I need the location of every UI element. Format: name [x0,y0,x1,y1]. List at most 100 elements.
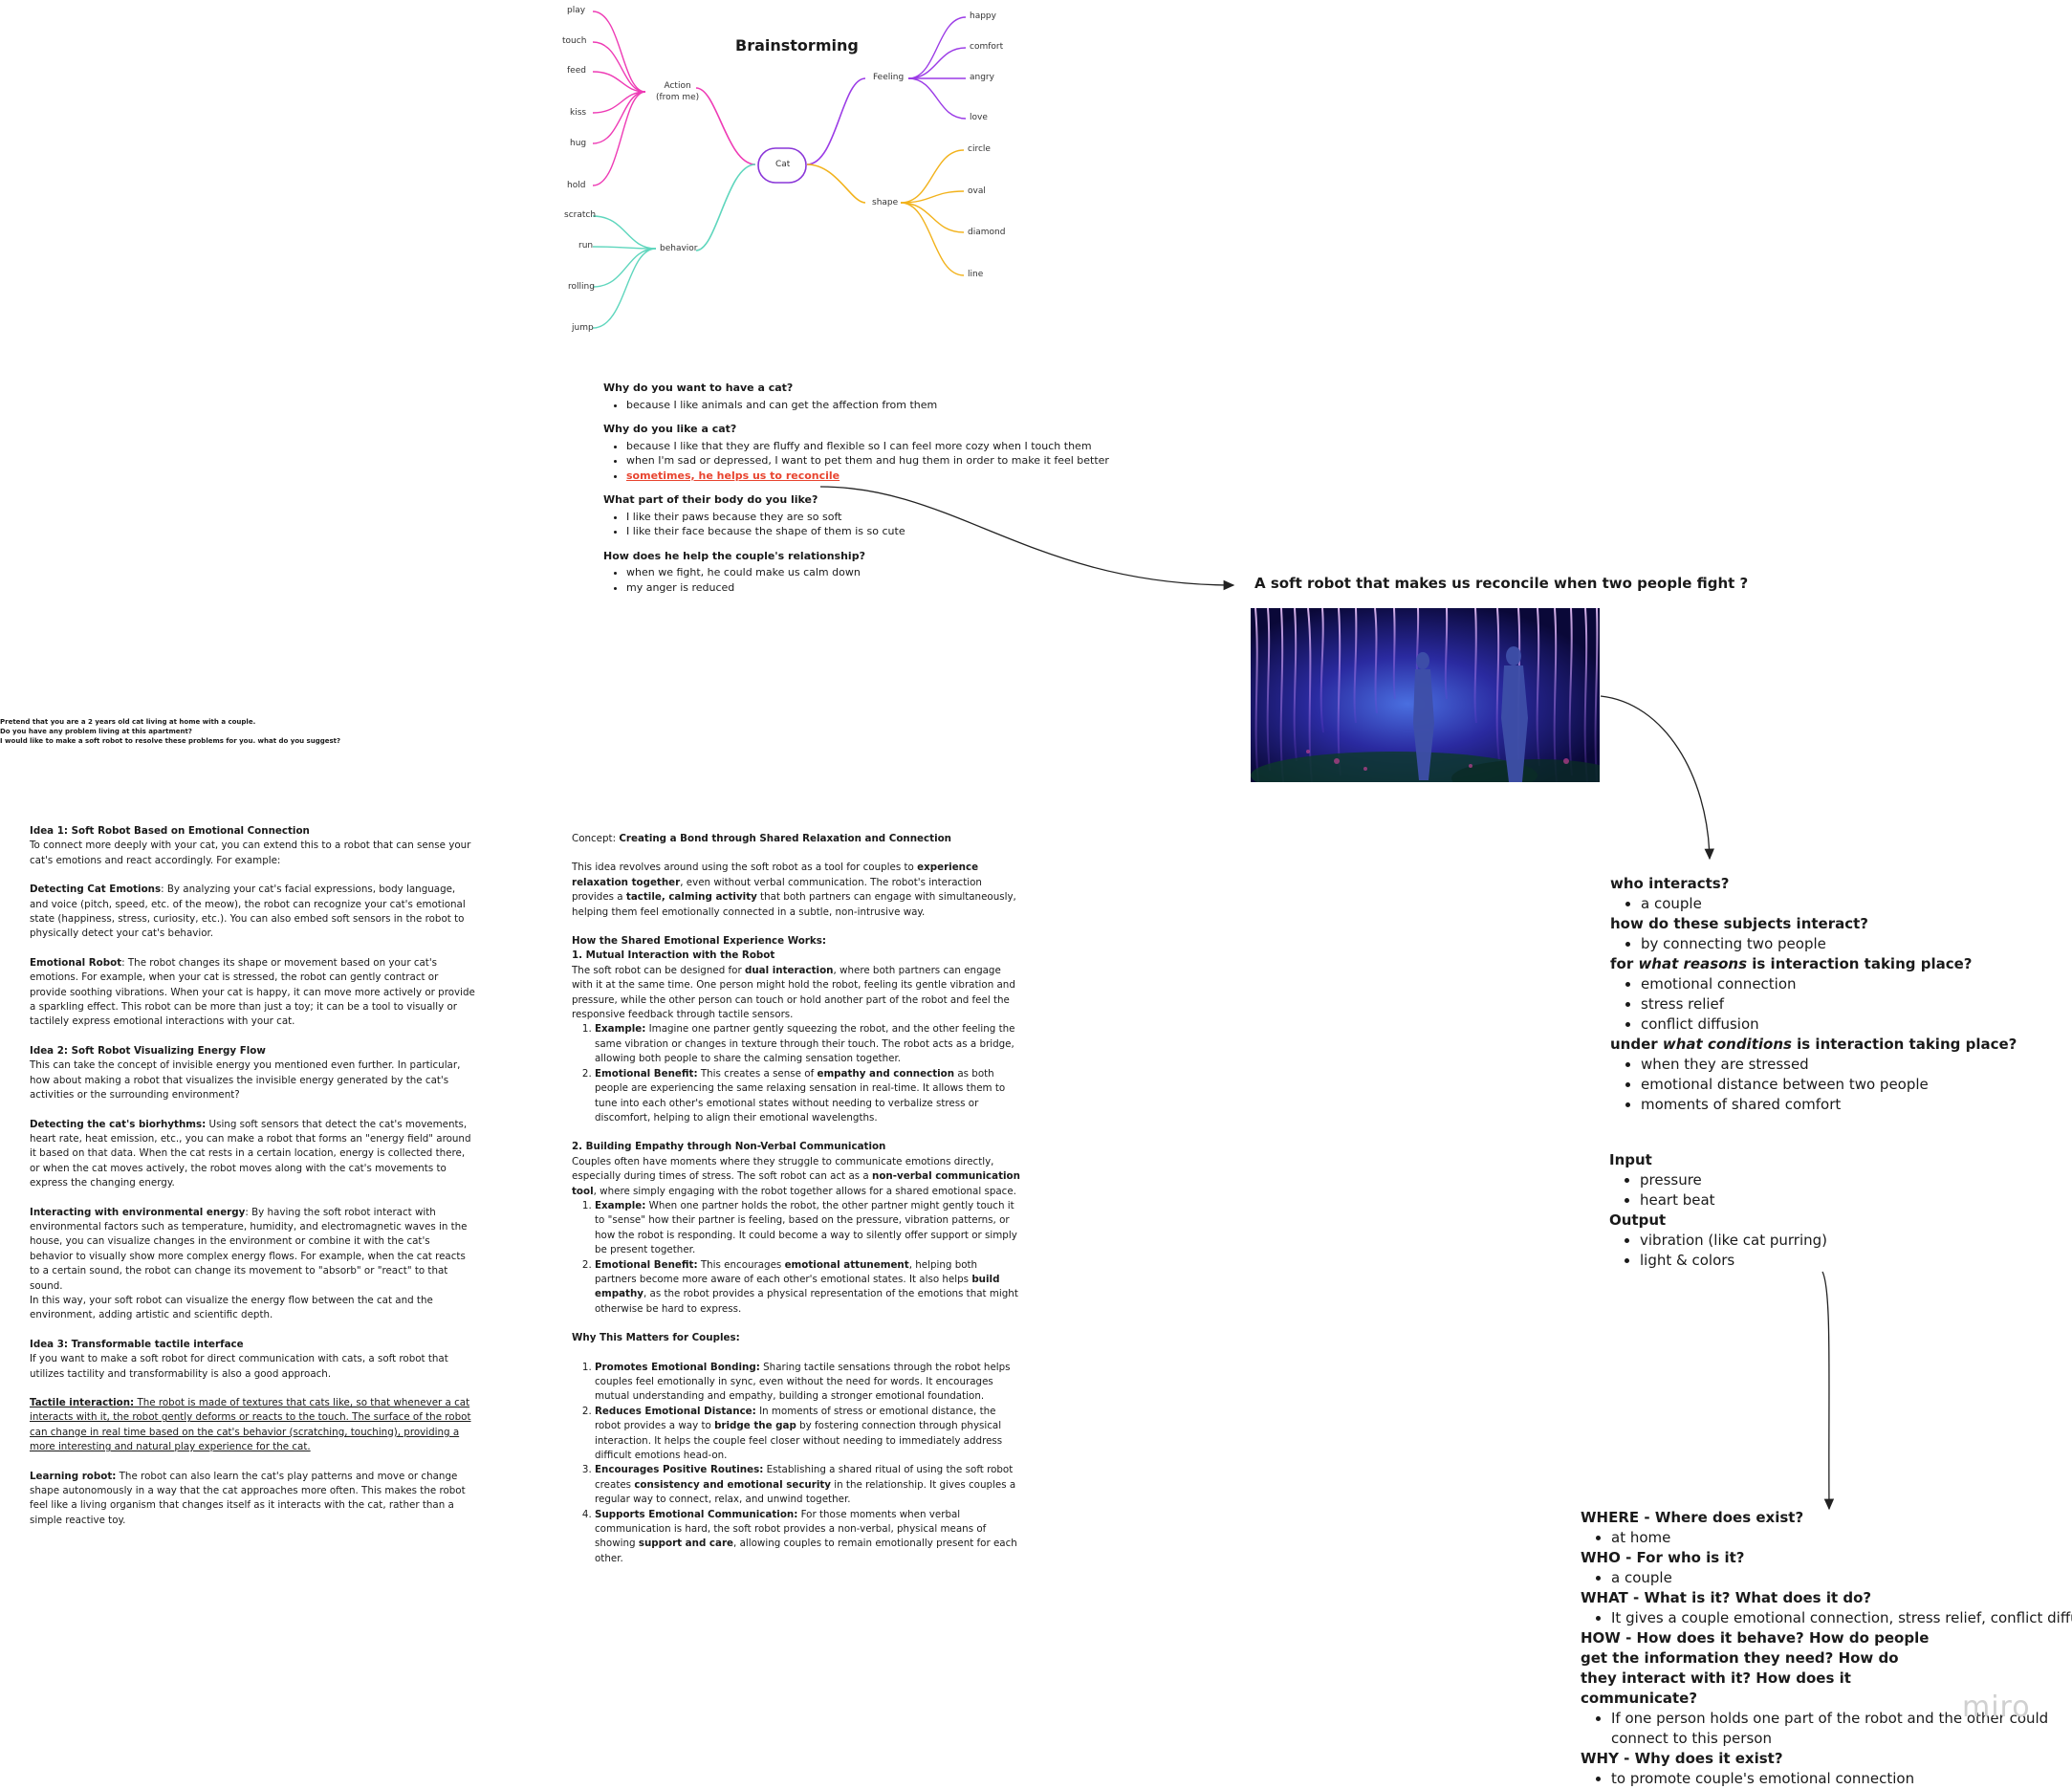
emphasis: non-verbal communication tool [572,1170,1020,1197]
list-text: as both people are experiencing the same… [595,1067,1006,1124]
interaction-analysis[interactable]: who interacts? a couple how do these sub… [1610,874,2060,1115]
idea-heading: Idea 1: Soft Robot Based on Emotional Co… [30,825,310,837]
interaction-answer: a couple [1641,894,2060,914]
questions-block[interactable]: Why do you want to have a cat? because I… [603,381,1215,595]
mindmap-leaf[interactable]: kiss [570,108,587,118]
mindmap-leaf[interactable]: oval [968,186,986,196]
output-item: vibration (like cat purring) [1640,1231,1915,1251]
mindmap-leaf[interactable]: line [968,270,984,279]
mindmap-leaf[interactable]: jump [572,323,594,333]
mindmap-leaf[interactable]: touch [562,36,587,46]
list-text: Establishing a shared ritual of using th… [595,1464,1014,1491]
mindmap-leaf[interactable]: angry [970,73,994,82]
mindmap-leaf[interactable]: comfort [970,42,1004,52]
section-heading: Why This Matters for Couples: [572,1332,740,1344]
interaction-question: for [1610,955,1639,972]
list-label: Encourages Positive Routines: [595,1464,764,1476]
emphasis: emotional attunement [784,1258,909,1271]
paragraph: Using soft sensors that detect the cat's… [30,1118,471,1189]
subheading: Detecting Cat Emotions [30,884,162,896]
input-item: heart beat [1640,1190,1915,1211]
idea-text: If you want to make a soft robot for dir… [30,1353,448,1380]
mindmap-branch-behavior[interactable]: behavior [660,244,698,253]
mindmap-leaf[interactable]: feed [567,66,586,76]
mindmap-leaf[interactable]: play [567,6,586,15]
list-label: Example: [595,1199,646,1211]
paragraph: : By having the soft robot interact with… [30,1206,468,1292]
mindmap-branch-action[interactable]: Action (from me) [656,81,700,102]
avatar-scene-image[interactable] [1251,608,1600,782]
emphasis: bridge the gap [714,1420,796,1432]
list-text: This creates a sense of [697,1067,818,1080]
emphasis: tactile, calming activity [625,891,757,904]
mindmap-leaf[interactable]: rolling [568,282,595,292]
arrow-to-5w1h [1821,1271,1835,1511]
w-answer: It gives a couple emotional connection, … [1611,1608,2072,1628]
list-text: Imagine one partner gently squeezing the… [595,1023,1015,1065]
mindmap-leaf[interactable]: love [970,113,988,122]
list-text: , as the robot provides a physical repre… [595,1288,1018,1315]
mindmap-leaf[interactable]: run [578,241,594,251]
paragraph: : By analyzing your cat's facial express… [30,884,466,940]
interaction-question: who interacts? [1610,875,1730,892]
mindmap-leaf[interactable]: diamond [968,228,1006,237]
emphasis: support and care [638,1538,734,1550]
interaction-answer: by connecting two people [1641,934,2060,954]
mindmap-leaf[interactable]: hold [567,181,586,190]
list-text: In moments of stress or emotional distan… [595,1405,996,1432]
w-question: WHY - Why does it exist? [1581,1750,1783,1767]
mindmap-branch-shape[interactable]: shape [872,198,899,207]
list-text: , helping both partners become more awar… [595,1258,978,1285]
mindmap-branch-feeling[interactable]: Feeling [873,73,905,82]
reconcile-link[interactable]: sometimes, he helps us to reconcile [626,469,840,482]
mindmap-center-node[interactable]: Cat [775,160,791,169]
paragraph: that both partners can engage with simul… [572,891,1016,918]
mindmap-leaf[interactable]: scratch [564,210,597,220]
section-heading: 1. Mutual Interaction with the Robot [572,949,775,962]
five-w-one-h[interactable]: WHERE - Where does exist? at home WHO - … [1581,1508,2072,1789]
concept-title: Creating a Bond through Shared Relaxatio… [619,833,951,844]
paragraph: , where both partners can engage with it… [572,964,1015,1021]
arrow-to-robot-title [819,486,1235,591]
paragraph: The soft robot can be designed for [572,964,745,976]
arrow-to-interaction [1600,695,1714,861]
interaction-answer: moments of shared comfort [1641,1095,2060,1115]
chat-prompt[interactable]: Pretend that you are a 2 years old cat l… [0,717,340,746]
interaction-answer: stress relief [1641,994,2060,1014]
input-label: Input [1609,1151,1652,1168]
w-answer: at home [1611,1528,2068,1548]
robot-title[interactable]: A soft robot that makes us reconcile whe… [1254,575,1749,592]
question: What part of their body do you like? [603,493,818,506]
interaction-question: is interaction taking place? [1791,1036,2017,1053]
idea-heading: Idea 2: Soft Robot Visualizing Energy Fl… [30,1044,266,1057]
concept-document[interactable]: Concept: Creating a Bond through Shared … [572,832,1021,1566]
idea-text: To connect more deeply with your cat, yo… [30,840,471,866]
paragraph: : The robot changes its shape or movemen… [30,956,475,1028]
paragraph: In this way, your soft robot can visuali… [30,1294,433,1321]
mindmap-leaf[interactable]: hug [570,139,587,148]
prompt-line: Pretend that you are a 2 years old cat l… [0,718,256,726]
answer: when we fight, he could make us calm dow… [626,565,1215,580]
section-heading: How the Shared Emotional Experience Work… [572,935,826,948]
emphasis: experience relaxation together [572,862,979,888]
input-item: pressure [1640,1170,1915,1190]
answer: when I'm sad or depressed, I want to pet… [626,453,1215,469]
scene-illustration [1251,608,1600,782]
prompt-line: Do you have any problem living at this a… [0,728,192,735]
w-question: WHERE - Where does exist? [1581,1509,1804,1526]
w-answer: to promote couple's emotional connection [1611,1769,2068,1789]
prompt-line: I would like to make a soft robot to res… [0,737,341,745]
output-item: light & colors [1640,1251,1915,1271]
list-label: Promotes Emotional Bonding: [595,1361,760,1373]
w-question: WHAT - What is it? What does it do? [1581,1589,1872,1606]
interaction-question: is interaction taking place? [1747,955,1973,972]
mindmap-leaf[interactable]: circle [968,144,991,154]
mindmap-leaf[interactable]: happy [970,11,996,21]
emphasis: empathy and connection [817,1067,955,1080]
interaction-emphasis: what conditions [1662,1036,1792,1053]
list-text: Sharing tactile sensations through the r… [595,1361,1011,1403]
mindmap-title: Brainstorming [735,36,859,55]
input-output-block[interactable]: Input pressure heart beat Output vibrati… [1609,1150,1915,1271]
ideas-document[interactable]: Idea 1: Soft Robot Based on Emotional Co… [30,824,475,1528]
